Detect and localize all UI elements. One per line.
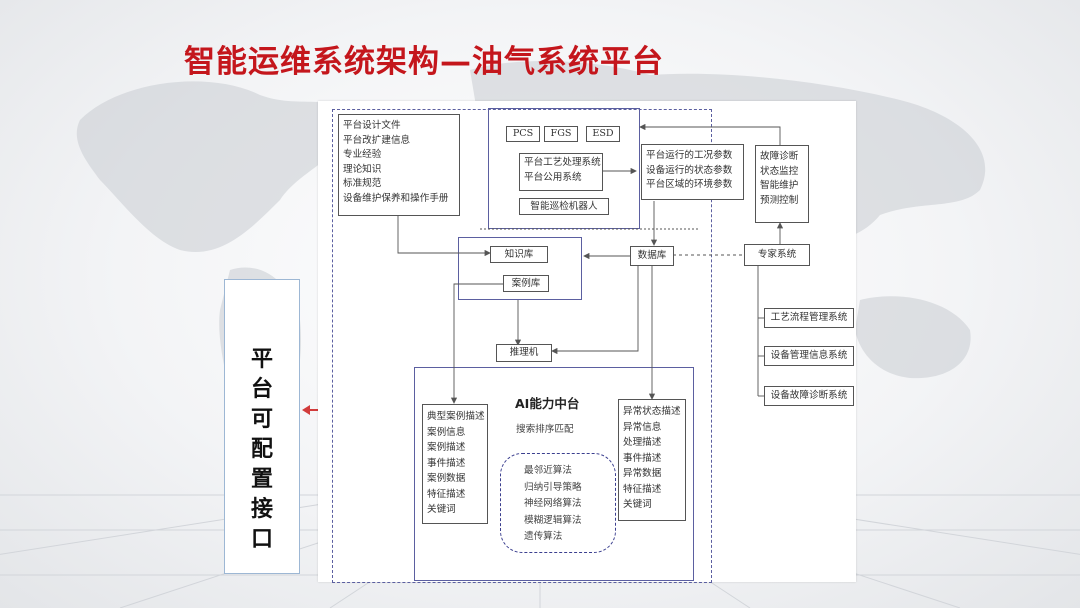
params-item: 平台区域的环境参数 <box>646 179 733 191</box>
knowledge-base-box: 知识库 <box>490 246 548 263</box>
anomaly-field-item: 异常状态描述 <box>623 406 681 417</box>
anomaly-fields-box: 异常状态描述 异常信息 处理描述 事件描述 异常数据 特征描述 关键词 <box>618 399 686 521</box>
ext-system-box: 设备管理信息系统 <box>764 346 854 366</box>
anomaly-field-item: 异常信息 <box>623 421 662 433</box>
knowledge-case-group <box>458 237 582 300</box>
anomaly-field-item: 关键词 <box>623 499 652 510</box>
algorithms-list: 最邻近算法 归纳引导策略 神经网络算法 模糊逻辑算法 遗传算法 <box>524 463 582 546</box>
fgs-box: FGS <box>544 126 578 142</box>
platform-params-box: 平台运行的工况参数 设备运行的状态参数 平台区域的环境参数 <box>641 144 744 200</box>
function-item: 状态监控 <box>760 165 799 177</box>
case-field-item: 典型案例描述 <box>427 411 485 422</box>
algorithm-item: 模糊逻辑算法 <box>524 514 582 526</box>
docs-item: 平台设计文件 <box>343 120 401 131</box>
function-item: 故障诊断 <box>760 151 799 162</box>
page-title: 智能运维系统架构—油气系统平台 <box>184 44 664 80</box>
connection-lines <box>397 123 784 404</box>
docs-item: 设备维护保养和操作手册 <box>343 192 449 204</box>
algorithm-item: 神经网络算法 <box>524 498 582 509</box>
process-system-item: 平台工艺处理系统 <box>524 157 601 168</box>
case-field-item: 关键词 <box>427 504 456 515</box>
inspection-robot-box: 智能巡检机器人 <box>519 198 609 215</box>
ext-system-box: 设备故障诊断系统 <box>764 386 854 406</box>
case-field-item: 案例数据 <box>427 473 466 484</box>
params-item: 平台运行的工况参数 <box>646 150 733 161</box>
case-fields-box: 典型案例描述 案例信息 案例描述 事件描述 案例数据 特征描述 关键词 <box>422 404 488 524</box>
anomaly-field-item: 事件描述 <box>623 452 662 464</box>
docs-item: 平台改扩建信息 <box>343 134 411 146</box>
side-interface-box <box>224 279 300 574</box>
algorithms-group <box>500 453 616 553</box>
case-base-box: 案例库 <box>503 275 549 292</box>
database-box: 数据库 <box>630 246 674 266</box>
docs-item: 专业经验 <box>343 149 382 161</box>
pcs-box: PCS <box>506 126 540 142</box>
control-systems-group <box>488 108 640 229</box>
esd-box: ESD <box>586 126 620 142</box>
ext-system-box: 工艺流程管理系统 <box>764 308 854 328</box>
anomaly-field-item: 处理描述 <box>623 437 662 448</box>
function-item: 智能维护 <box>760 180 799 192</box>
ai-center-title: AI能力中台 <box>515 396 580 411</box>
functions-box: 故障诊断 状态监控 智能维护 预测控制 <box>755 145 809 223</box>
architecture-panel: 平台设计文件 平台改扩建信息 专业经验 理论知识 标准规范 设备维护保养和操作手… <box>318 101 856 583</box>
case-field-item: 案例信息 <box>427 426 466 438</box>
process-systems-box: 平台工艺处理系统 平台公用系统 <box>519 153 603 191</box>
algorithm-item: 最邻近算法 <box>524 465 572 476</box>
case-field-item: 事件描述 <box>427 457 466 469</box>
process-system-item: 平台公用系统 <box>524 171 582 183</box>
function-item: 预测控制 <box>760 194 799 206</box>
anomaly-field-item: 异常数据 <box>623 468 662 479</box>
expert-system-box: 专家系统 <box>744 244 810 266</box>
anomaly-field-item: 特征描述 <box>623 483 662 495</box>
params-item: 设备运行的状态参数 <box>646 164 733 176</box>
case-field-item: 特征描述 <box>427 488 466 500</box>
ai-center-group <box>414 367 694 581</box>
design-docs-box: 平台设计文件 平台改扩建信息 专业经验 理论知识 标准规范 设备维护保养和操作手… <box>338 114 460 216</box>
side-interface-label: 平台可配置接口 <box>250 347 273 552</box>
case-field-item: 案例描述 <box>427 442 466 453</box>
platform-dashed-boundary <box>332 109 712 583</box>
inference-engine-box: 推理机 <box>496 344 552 362</box>
search-match-label: 搜索排序匹配 <box>516 424 574 435</box>
algorithm-item: 归纳引导策略 <box>524 481 582 493</box>
docs-item: 标准规范 <box>343 178 382 190</box>
docs-item: 理论知识 <box>343 163 382 175</box>
algorithm-item: 遗传算法 <box>524 531 563 542</box>
